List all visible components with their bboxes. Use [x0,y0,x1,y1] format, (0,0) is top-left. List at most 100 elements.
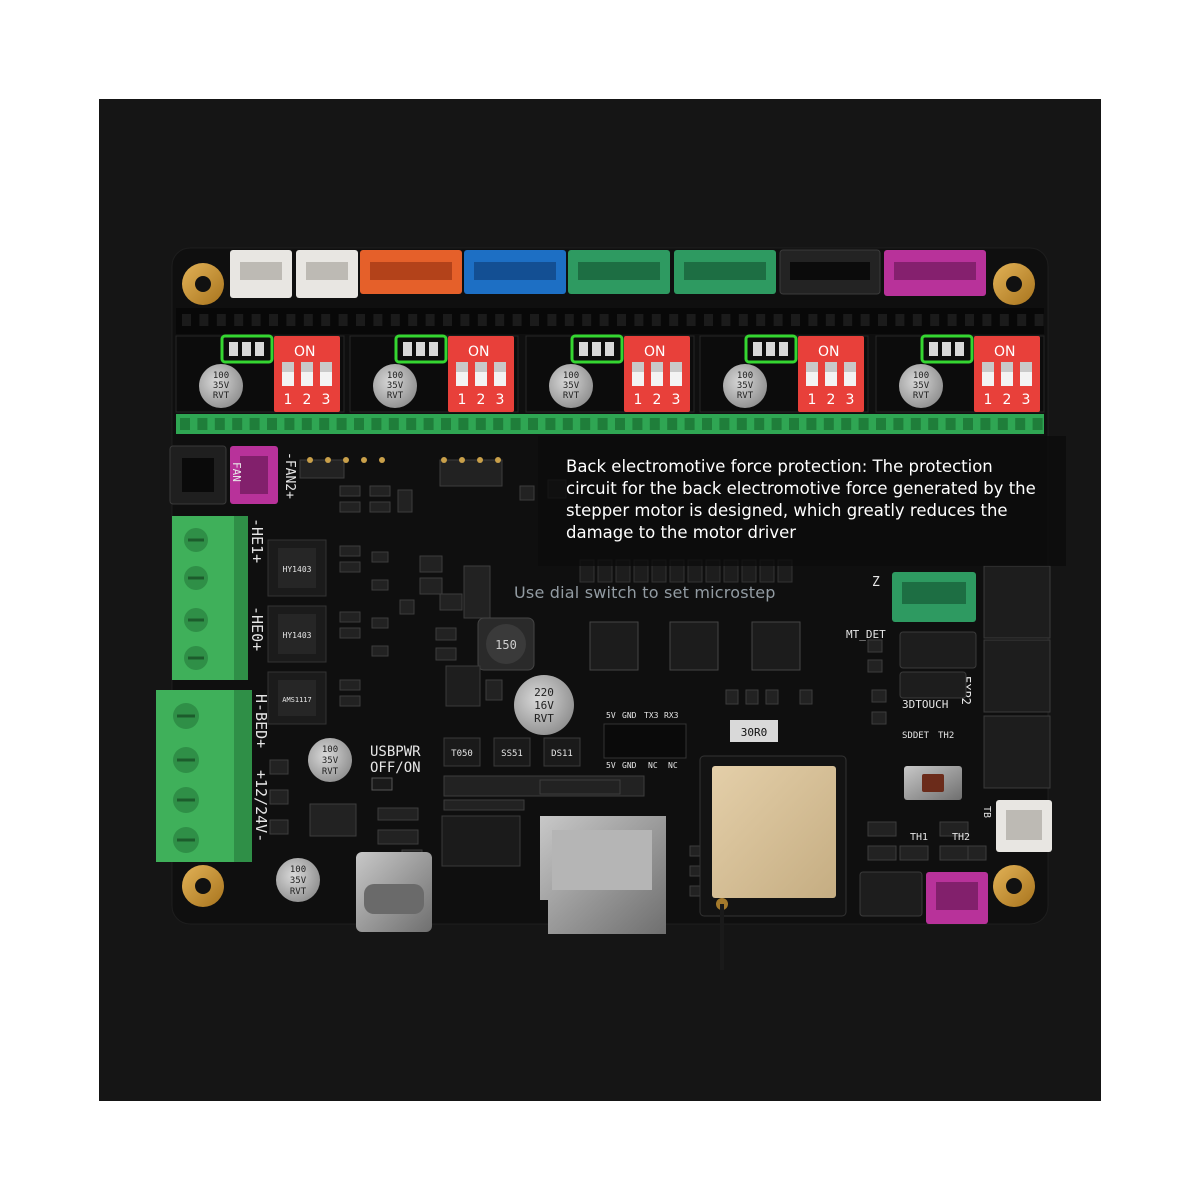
exp-headers [983,565,1051,789]
capacitor-label: 100 [913,371,929,381]
callout-title: Back electromotive force protection: [566,457,868,476]
label-sddet: SDDET [902,731,930,741]
microsd-slot [540,816,666,934]
bed-capacitor: 100 35V RVT [308,738,352,782]
dip-position-label: 3 [672,392,681,408]
thermistor-connectors [859,871,988,924]
capacitor-label: RVT [913,391,930,401]
svg-text:RVT: RVT [290,887,307,897]
label-th2: TH2 [952,832,970,843]
capacitor-label: 100 [563,371,579,381]
dip-position-label: 1 [984,392,993,408]
jumper-highlight [570,334,624,364]
callout-box [538,436,1066,566]
dip-position-label: 3 [1022,392,1031,408]
svg-text:GND: GND [622,711,637,720]
capacitor [199,364,243,408]
dip-position-label: 3 [496,392,505,408]
top-connectors [230,249,986,298]
dip-position-label: 1 [634,392,643,408]
svg-text:5V: 5V [606,761,616,770]
dip-position-label: 1 [458,392,467,408]
dip-position-label: 1 [808,392,817,408]
regulator-label: AMS1117 [282,696,312,704]
svg-text:35V: 35V [290,876,307,886]
dip-position-label: 2 [303,392,312,408]
capacitor [373,364,417,408]
capacitor-label: 100 [387,371,403,381]
inductor: 150 [477,617,535,671]
large-capacitor: 220 16V RVT [514,675,574,735]
jumper-highlight [220,334,274,364]
capacitor-label: 100 [737,371,753,381]
capacitor [899,364,943,408]
svg-text:T050: T050 [451,749,473,759]
dip-on-label: ON [468,344,490,360]
dip-position-label: 1 [284,392,293,408]
dip-position-label: 2 [477,392,486,408]
mosfet-label-1: HY1403 [283,565,312,574]
jumper-highlight [394,334,448,364]
svg-text:5V: 5V [606,711,616,720]
capacitor-label: RVT [213,391,230,401]
capacitor-label: 35V [737,381,754,391]
callout-body: The protection circuit for the back elec… [566,457,1036,542]
callout-text: Back electromotive force protection: The… [566,456,1036,544]
svg-text:35V: 35V [322,756,339,766]
driver-ics [589,621,801,671]
capacitor-label: RVT [387,391,404,401]
dip-position-label: 2 [653,392,662,408]
fan-connectors [169,445,278,505]
serial-header: 5V GND TX3 RX3 5V GND NC NC [603,711,687,770]
label-fan: FAN [230,462,243,482]
label-fan2: -FAN2+ [282,452,297,499]
capacitor-label: 35V [213,381,230,391]
label-he0: -HE0+ [248,606,266,651]
label-usbpwr: USBPWR [370,744,421,760]
mt-det-connector [899,631,977,699]
label-z: Z [872,575,880,590]
bed-power-terminals [156,690,252,862]
label-tb: TB [981,806,992,818]
label-mt-det: MT_DET [846,628,886,641]
svg-text:30R0: 30R0 [741,726,768,739]
svg-text:RVT: RVT [322,767,339,777]
label-he1: -HE1+ [248,518,266,563]
z-connector [892,572,976,622]
capacitor-label: 35V [563,381,580,391]
label-bed: H-BED+ [252,694,270,748]
microstep-hint: Use dial switch to set microstep [514,583,776,602]
wifi-module [699,755,847,970]
tb-connector [996,800,1052,852]
heater-terminals [172,516,248,680]
svg-text:NC: NC [648,761,658,770]
capacitor [549,364,593,408]
jumper-highlight [920,334,974,364]
label-power: +12/24V- [252,770,270,842]
capacitor [723,364,767,408]
capacitor-label: 100 [213,371,229,381]
svg-text:RX3: RX3 [664,711,679,720]
svg-text:100: 100 [322,745,338,755]
shunt-resistor: 30R0 [730,720,778,742]
capacitor-label: 35V [387,381,404,391]
dip-position-label: 2 [1003,392,1012,408]
svg-text:TX3: TX3 [644,711,659,720]
usb-c-port [356,852,432,932]
mosfet-label-2: HY1403 [283,631,312,640]
svg-text:DS11: DS11 [551,749,573,759]
dip-on-label: ON [818,344,840,360]
dip-position-label: 3 [846,392,855,408]
mounting-holes [182,263,1035,907]
mosfets: HY1403 HY1403 AMS1117 [267,539,327,725]
svg-text:220: 220 [534,686,554,699]
svg-text:RVT: RVT [534,712,554,725]
bottom-capacitor: 100 35V RVT [276,858,320,902]
label-th2-top: TH2 [938,731,954,741]
